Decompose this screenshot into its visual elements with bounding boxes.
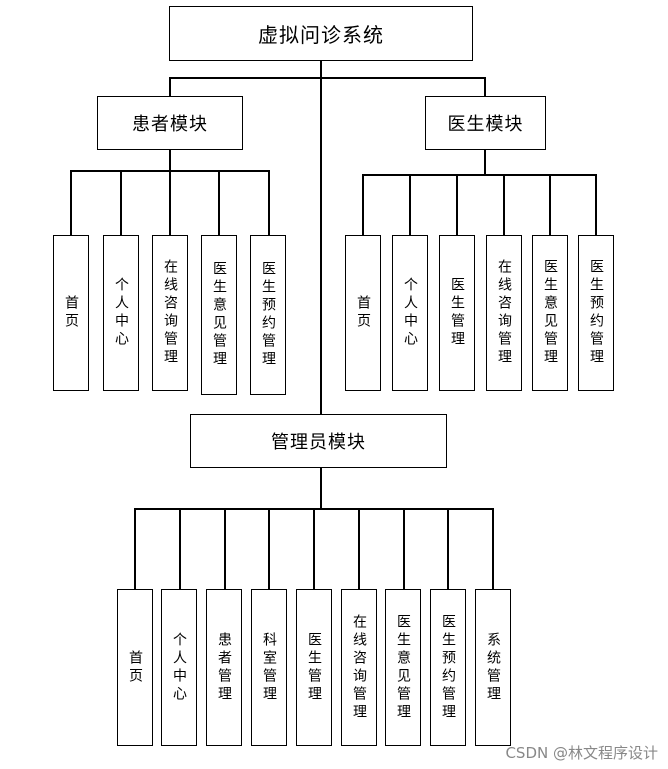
doctor-item: 首页	[345, 235, 381, 391]
connector-doctor-down	[484, 150, 486, 174]
connector-doctor-leaf-2	[409, 174, 411, 235]
connector-doctor-horizontal	[362, 174, 597, 176]
connector-patient-leaf-4	[218, 170, 220, 235]
watermark-text: CSDN @林文程序设计	[505, 744, 658, 762]
admin-item: 系统管理	[475, 589, 511, 746]
patient-item: 在线咨询管理	[152, 235, 188, 391]
connector-to-patient	[169, 77, 171, 96]
connector-admin-leaf-8	[447, 508, 449, 589]
admin-module-node: 管理员模块	[190, 414, 447, 468]
connector-patient-leaf-1	[70, 170, 72, 235]
connector-to-doctor	[484, 77, 486, 96]
connector-to-admin	[320, 77, 322, 415]
connector-admin-leaf-4	[268, 508, 270, 589]
connector-patient-leaf-2	[120, 170, 122, 235]
patient-item: 个人中心	[103, 235, 139, 391]
connector-patient-leaf-3	[169, 170, 171, 235]
doctor-module-title: 医生模块	[447, 114, 524, 135]
doctor-item: 在线咨询管理	[486, 235, 522, 391]
root-node: 虚拟问诊系统	[169, 6, 473, 61]
doctor-item: 医生预约管理	[578, 235, 614, 391]
connector-admin-leaf-2	[179, 508, 181, 589]
connector-doctor-leaf-3	[456, 174, 458, 235]
doctor-item: 个人中心	[392, 235, 428, 391]
admin-item: 在线咨询管理	[341, 589, 377, 746]
patient-item: 首页	[53, 235, 89, 391]
admin-item: 科室管理	[251, 589, 287, 746]
connector-admin-down	[320, 468, 322, 508]
doctor-item: 医生管理	[439, 235, 475, 391]
admin-item: 患者管理	[206, 589, 242, 746]
patient-item: 医生意见管理	[201, 235, 237, 395]
connector-doctor-leaf-6	[595, 174, 597, 235]
connector-doctor-leaf-4	[503, 174, 505, 235]
connector-doctor-leaf-1	[362, 174, 364, 235]
admin-item: 个人中心	[161, 589, 197, 746]
doctor-module-node: 医生模块	[425, 96, 546, 150]
admin-item: 医生预约管理	[430, 589, 466, 746]
patient-item: 医生预约管理	[250, 235, 286, 395]
doctor-item: 医生意见管理	[532, 235, 568, 391]
connector-admin-leaf-1	[134, 508, 136, 589]
connector-admin-leaf-5	[313, 508, 315, 589]
admin-item: 医生管理	[296, 589, 332, 746]
connector-root	[320, 60, 322, 77]
connector-doctor-leaf-5	[549, 174, 551, 235]
connector-patient-leaf-5	[268, 170, 270, 235]
root-title: 虚拟问诊系统	[258, 23, 384, 47]
patient-module-title: 患者模块	[132, 114, 208, 135]
connector-patient-down	[169, 150, 171, 170]
connector-admin-leaf-7	[403, 508, 405, 589]
connector-top-horizontal	[169, 77, 485, 79]
patient-module-node: 患者模块	[97, 96, 243, 150]
connector-admin-leaf-6	[358, 508, 360, 589]
admin-item: 首页	[117, 589, 153, 746]
admin-module-title: 管理员模块	[271, 432, 366, 453]
connector-admin-leaf-3	[224, 508, 226, 589]
connector-admin-leaf-9	[492, 508, 494, 589]
admin-item: 医生意见管理	[385, 589, 421, 746]
